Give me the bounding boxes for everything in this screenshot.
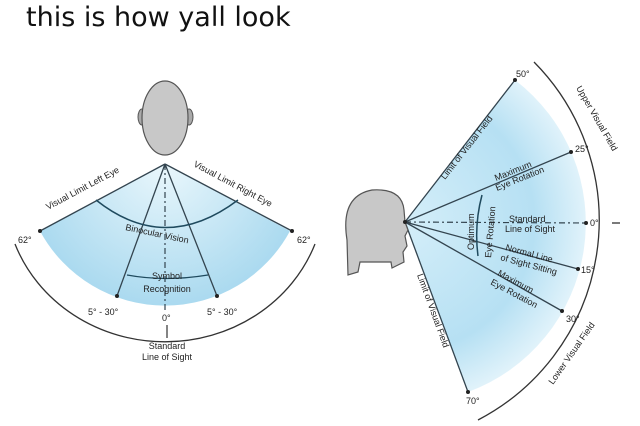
head-side-icon [345,189,409,276]
outer-arc [14,243,316,343]
label-line-of-sight: Line of Sight [142,352,193,362]
angle-0: 0° [590,218,599,228]
range-right: 5° - 30° [207,307,238,317]
label-optimum: Optimum [466,213,476,250]
label-symbol: Symbol [152,271,182,281]
angle-15: 15° [581,265,595,275]
angle-30: 30° [566,314,580,324]
angle-25: 25° [575,144,589,154]
label-standard-side: Standard [509,214,546,224]
angle-50: 50° [516,69,530,79]
angle-left: 62° [18,235,32,245]
zero-angle: 0° [162,313,171,323]
label-eye-rotation-optimum: Eye Rotation [483,206,497,258]
range-left: 5° - 30° [88,307,119,317]
side-view-diagram: Limit of Visual Field Limit of Visual Fi… [345,61,620,421]
label-upper-field: Upper Visual Field [574,84,619,153]
angle-right: 62° [297,235,311,245]
label-line-of-sight-side: Line of Sight [505,224,556,234]
meme-caption: this is how yall look [26,2,291,33]
label-lower-field: Lower Visual Field [546,320,596,386]
head-top-icon [137,80,194,156]
angle-70: 70° [466,396,480,406]
label-standard: Standard [149,341,186,351]
visual-field-fan-side [405,80,586,392]
outer-arc-side [477,61,600,421]
label-recognition: Recognition [143,284,191,294]
top-view-diagram: Visual Limit Left Eye Visual Limit Right… [14,80,316,362]
